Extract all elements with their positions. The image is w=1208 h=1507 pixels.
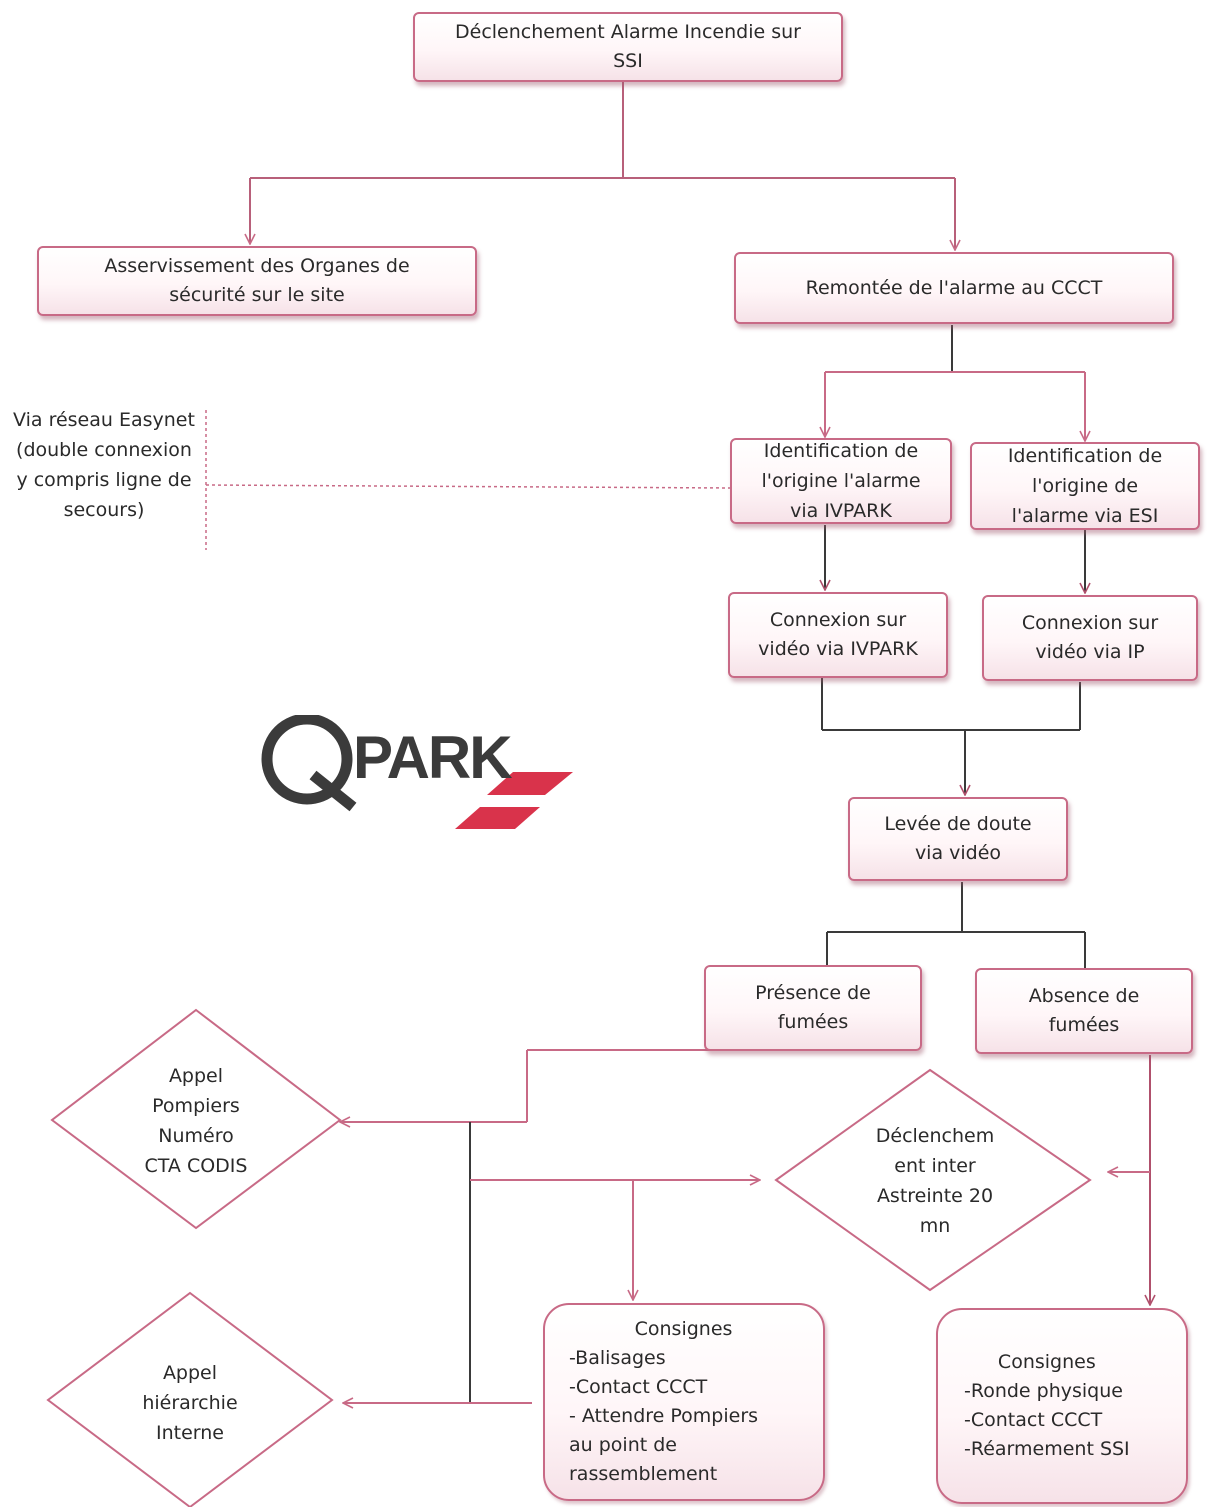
- edge-remontee-split: [825, 325, 1085, 441]
- edge-presence-branch: [340, 1049, 760, 1403]
- edge-ident-to-connexion: [825, 525, 1085, 593]
- node-levee-doute: Levée de doute via vidéo: [848, 797, 1068, 881]
- diamond-appel-pompiers: [50, 1008, 342, 1230]
- consignes-absence-lines: -Ronde physique -Contact CCCT -Réarmemen…: [964, 1380, 1130, 1460]
- consignes-fumees-lines: -Balisages -Contact CCCT - Attendre Pomp…: [569, 1347, 759, 1485]
- diamond-appel-hierarchie-label: Appel hiérarchie Interne: [142, 1361, 238, 1444]
- node-connexion-ip: Connexion sur vidéo via IP: [982, 595, 1198, 681]
- node-declenchement-alarme-label: Déclenchement Alarme Incendie sur SSI: [455, 21, 801, 72]
- diamond-declenchement-astreinte: [774, 1068, 1092, 1292]
- node-ident-esi: Identification de l'origine de l'alarme …: [970, 442, 1200, 530]
- easynet-note: Via réseau Easynet (double connexion y c…: [13, 409, 195, 521]
- edge-levee-split: [826, 882, 1086, 968]
- edge-connexion-merge: [821, 678, 1081, 795]
- node-ident-ivpark-label: Identification de l'origine l'alarme via…: [761, 440, 921, 522]
- node-asservissement-label: Asservissement des Organes de sécurité s…: [104, 255, 410, 306]
- node-levee-doute-label: Levée de doute via vidéo: [884, 813, 1032, 864]
- node-connexion-ivpark: Connexion sur vidéo via IVPARK: [728, 592, 948, 678]
- diamond-appel-hierarchie: [46, 1291, 334, 1507]
- node-remontee-ccct-label: Remontée de l'alarme au CCCT: [805, 276, 1103, 299]
- node-ident-ivpark: Identification de l'origine l'alarme via…: [730, 438, 952, 524]
- node-declenchement-alarme: Déclenchement Alarme Incendie sur SSI: [413, 12, 843, 82]
- node-ident-esi-label: Identification de l'origine de l'alarme …: [1007, 445, 1163, 527]
- qpark-logo: PARK: [255, 715, 585, 845]
- node-asservissement: Asservissement des Organes de sécurité s…: [37, 246, 477, 316]
- consignes-absence-title: Consignes: [997, 1351, 1096, 1373]
- node-absence-fumees: Absence de fumées: [975, 968, 1193, 1054]
- edge-absence-branch: [1108, 1055, 1150, 1305]
- edge-top-split: [250, 82, 955, 250]
- node-presence-fumees-label: Présence de fumées: [755, 982, 871, 1033]
- diamond-appel-pompiers-label: Appel Pompiers Numéro CTA CODIS: [144, 1064, 248, 1177]
- qpark-logo-text: PARK: [353, 724, 513, 791]
- node-absence-fumees-label: Absence de fumées: [1028, 985, 1140, 1036]
- diamond-declenchement-astreinte-label: Déclenchem ent inter Astreinte 20 mn: [875, 1124, 995, 1237]
- qpark-logo-mark: [261, 715, 573, 829]
- node-remontee-ccct: Remontée de l'alarme au CCCT: [734, 252, 1174, 324]
- node-consignes-absence: Consignes -Ronde physique -Contact CCCT …: [936, 1308, 1188, 1504]
- node-consignes-fumees: Consignes -Balisages -Contact CCCT - Att…: [543, 1303, 825, 1501]
- edge-easynet-dashed: [205, 410, 731, 550]
- consignes-fumees-title: Consignes: [634, 1318, 733, 1340]
- node-presence-fumees: Présence de fumées: [704, 965, 922, 1051]
- node-connexion-ip-label: Connexion sur vidéo via IP: [1021, 612, 1159, 663]
- node-connexion-ivpark-label: Connexion sur vidéo via IVPARK: [758, 609, 918, 660]
